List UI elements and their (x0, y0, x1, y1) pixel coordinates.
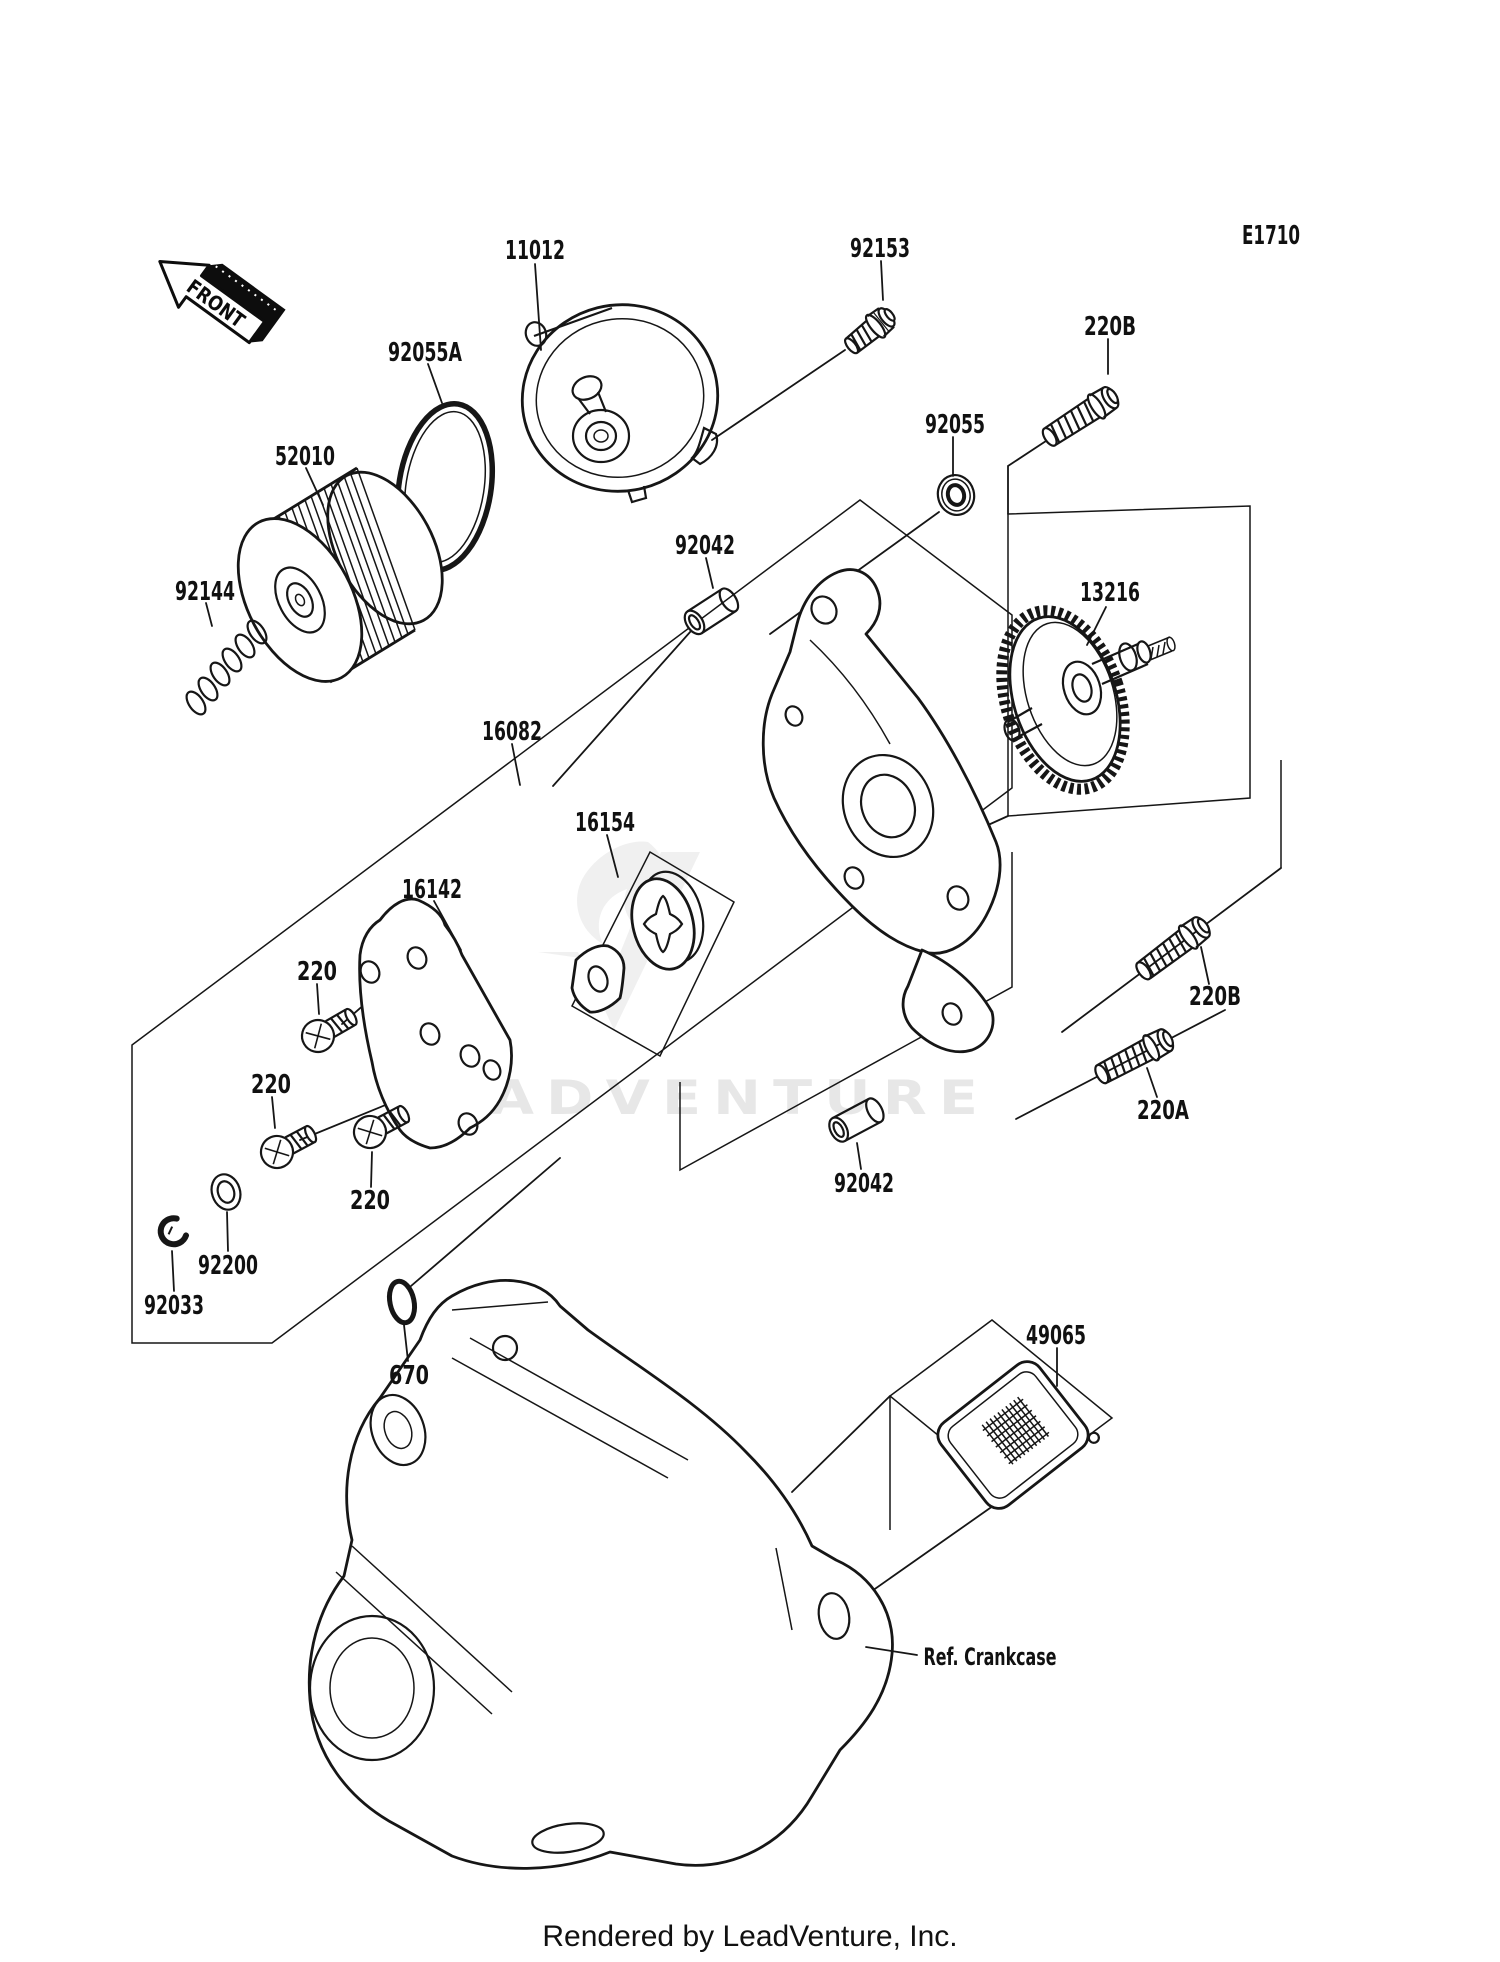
part-callout-220B-right[interactable]: 220B (1189, 982, 1241, 1012)
part-callout-92055[interactable]: 92055 (925, 410, 985, 440)
bolt-220B-top (1036, 381, 1125, 453)
circlip-92033 (157, 1215, 190, 1248)
part-callout-92144[interactable]: 92144 (175, 577, 235, 607)
o-ring-670 (386, 1278, 418, 1326)
part-callout-220-2[interactable]: 220 (251, 1070, 291, 1100)
part-callout-49065[interactable]: 49065 (1026, 1321, 1086, 1351)
relief-spring-92144 (185, 619, 268, 716)
part-callout-220-1[interactable]: 220 (297, 957, 337, 987)
part-callout-11012[interactable]: 11012 (505, 236, 565, 266)
part-callout-16154[interactable]: 16154 (575, 808, 635, 838)
part-callout-220B-top[interactable]: 220B (1084, 312, 1136, 342)
screw-220-1 (295, 1000, 364, 1059)
oil-screen-49065 (936, 1360, 1100, 1510)
bolt-92153 (838, 301, 902, 361)
washer-92200 (210, 1173, 242, 1211)
part-callout-16082[interactable]: 16082 (482, 717, 542, 747)
oil-pump-gear-13216 (996, 605, 1176, 795)
cover-plate-16142 (358, 897, 513, 1150)
part-callout-220A[interactable]: 220A (1137, 1096, 1189, 1126)
screw-220-2 (254, 1117, 323, 1175)
part-callout-92200[interactable]: 92200 (198, 1251, 258, 1281)
rotor-set-16154 (570, 870, 705, 1014)
part-callout-92033[interactable]: 92033 (144, 1291, 204, 1321)
part-callout-670[interactable]: 670 (389, 1361, 429, 1391)
front-direction-arrow: FRONT (158, 260, 286, 345)
part-callout-52010[interactable]: 52010 (275, 442, 335, 472)
part-callout-92153[interactable]: 92153 (850, 234, 910, 264)
oil-pump-cap-11012 (520, 303, 720, 504)
oil-filter-element-52010 (236, 466, 444, 684)
leader-lines (171, 260, 1210, 1656)
page-code: E1710 (1242, 221, 1300, 251)
part-callout-16142[interactable]: 16142 (402, 875, 462, 905)
part-callout-92055A[interactable]: 92055A (388, 338, 462, 368)
rendered-by-footer: Rendered by LeadVenture, Inc. (542, 1920, 958, 1953)
part-callout-13216[interactable]: 13216 (1080, 578, 1140, 608)
washer-92055 (936, 474, 976, 516)
part-callout-92042-lower[interactable]: 92042 (834, 1169, 894, 1199)
part-callout-220-3[interactable]: 220 (350, 1186, 390, 1216)
crankcase-outline (307, 1279, 894, 1870)
ref-crankcase-label: Ref. Crankcase (924, 1643, 1057, 1671)
part-callout-92042-upper[interactable]: 92042 (675, 531, 735, 561)
oil-pump-body (761, 568, 1002, 1054)
